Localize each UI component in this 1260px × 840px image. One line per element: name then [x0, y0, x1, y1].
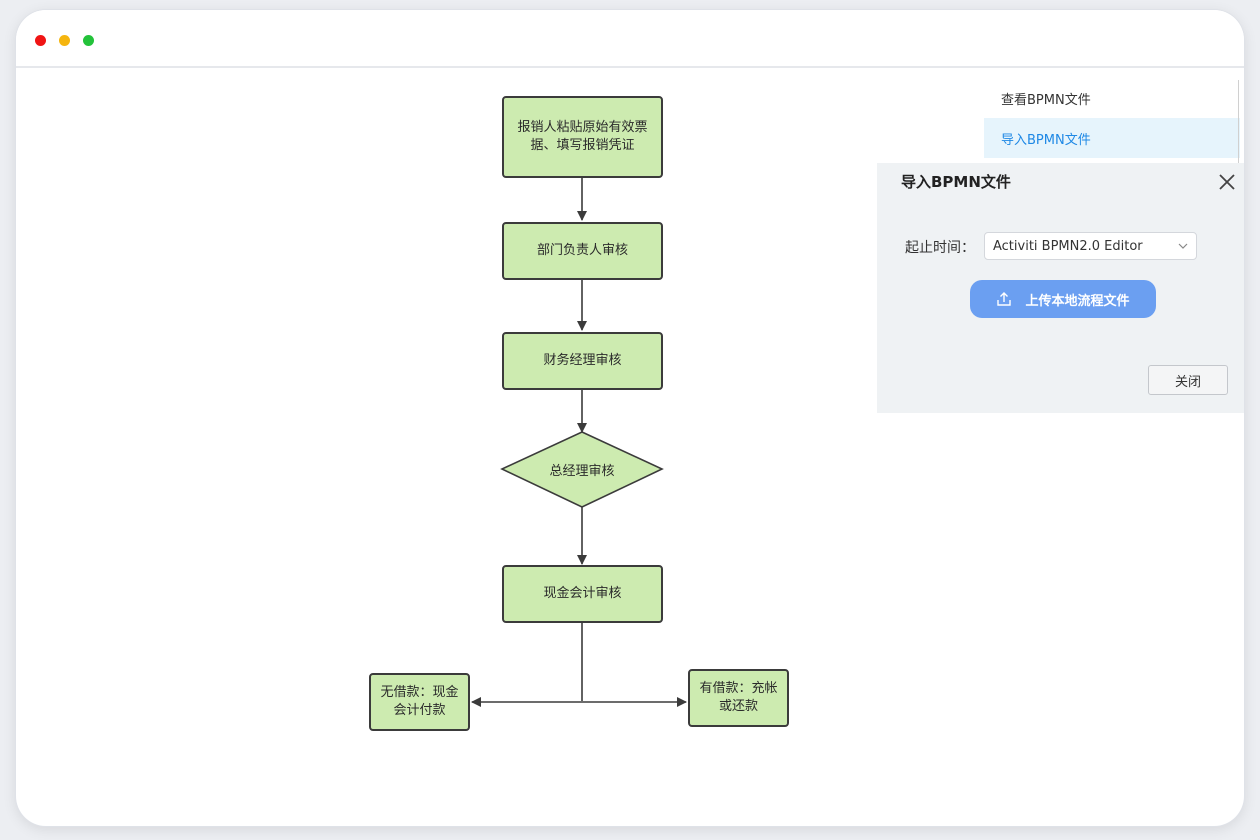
upload-icon — [997, 292, 1012, 306]
menu-item-label: 查看BPMN文件 — [1001, 92, 1091, 108]
import-dialog: 导入BPMN文件 起止时间： Activiti BPMN2.0 Editor 上… — [877, 163, 1244, 413]
node-no-loan[interactable]: 无借款：现金会计付款 — [369, 673, 470, 731]
editor-field-label: 起止时间： — [905, 240, 975, 256]
menu-divider — [1238, 80, 1239, 166]
flowchart-connectors — [471, 178, 687, 707]
node-gm-review-label: 总经理审核 — [549, 464, 615, 479]
flowchart-canvas: 报销人粘贴原始有效票据、填写报销凭证 部门负责人审核 财务经理审核 总经理审核 … — [16, 68, 1244, 826]
node-has-loan[interactable]: 有借款：充帐或还款 — [688, 669, 789, 727]
menu-item-import-bpmn[interactable]: 导入BPMN文件 — [984, 118, 1240, 158]
node-dept-review[interactable]: 部门负责人审核 — [502, 222, 663, 280]
close-dot[interactable] — [35, 35, 46, 46]
node-start[interactable]: 报销人粘贴原始有效票据、填写报销凭证 — [502, 96, 663, 178]
editor-select-value: Activiti BPMN2.0 Editor — [993, 238, 1143, 254]
minimize-dot[interactable] — [59, 35, 70, 46]
upload-local-flow-button[interactable]: 上传本地流程文件 — [970, 280, 1156, 318]
app-window: 报销人粘贴原始有效票据、填写报销凭证 部门负责人审核 财务经理审核 总经理审核 … — [16, 10, 1244, 826]
upload-button-label: 上传本地流程文件 — [1025, 293, 1130, 309]
node-cash-review[interactable]: 现金会计审核 — [502, 565, 663, 623]
close-x-icon[interactable] — [1218, 173, 1236, 191]
menu-item-view-bpmn[interactable]: 查看BPMN文件 — [984, 78, 1240, 118]
menu-item-label: 导入BPMN文件 — [1001, 132, 1091, 148]
close-button[interactable]: 关闭 — [1148, 365, 1228, 395]
maximize-dot[interactable] — [83, 35, 94, 46]
decision-diamond[interactable] — [500, 431, 664, 508]
editor-select[interactable]: Activiti BPMN2.0 Editor — [984, 232, 1197, 260]
node-finance-review[interactable]: 财务经理审核 — [502, 332, 663, 390]
dialog-title: 导入BPMN文件 — [901, 173, 1011, 191]
title-bar — [16, 10, 1244, 68]
chevron-down-icon — [1178, 243, 1188, 249]
